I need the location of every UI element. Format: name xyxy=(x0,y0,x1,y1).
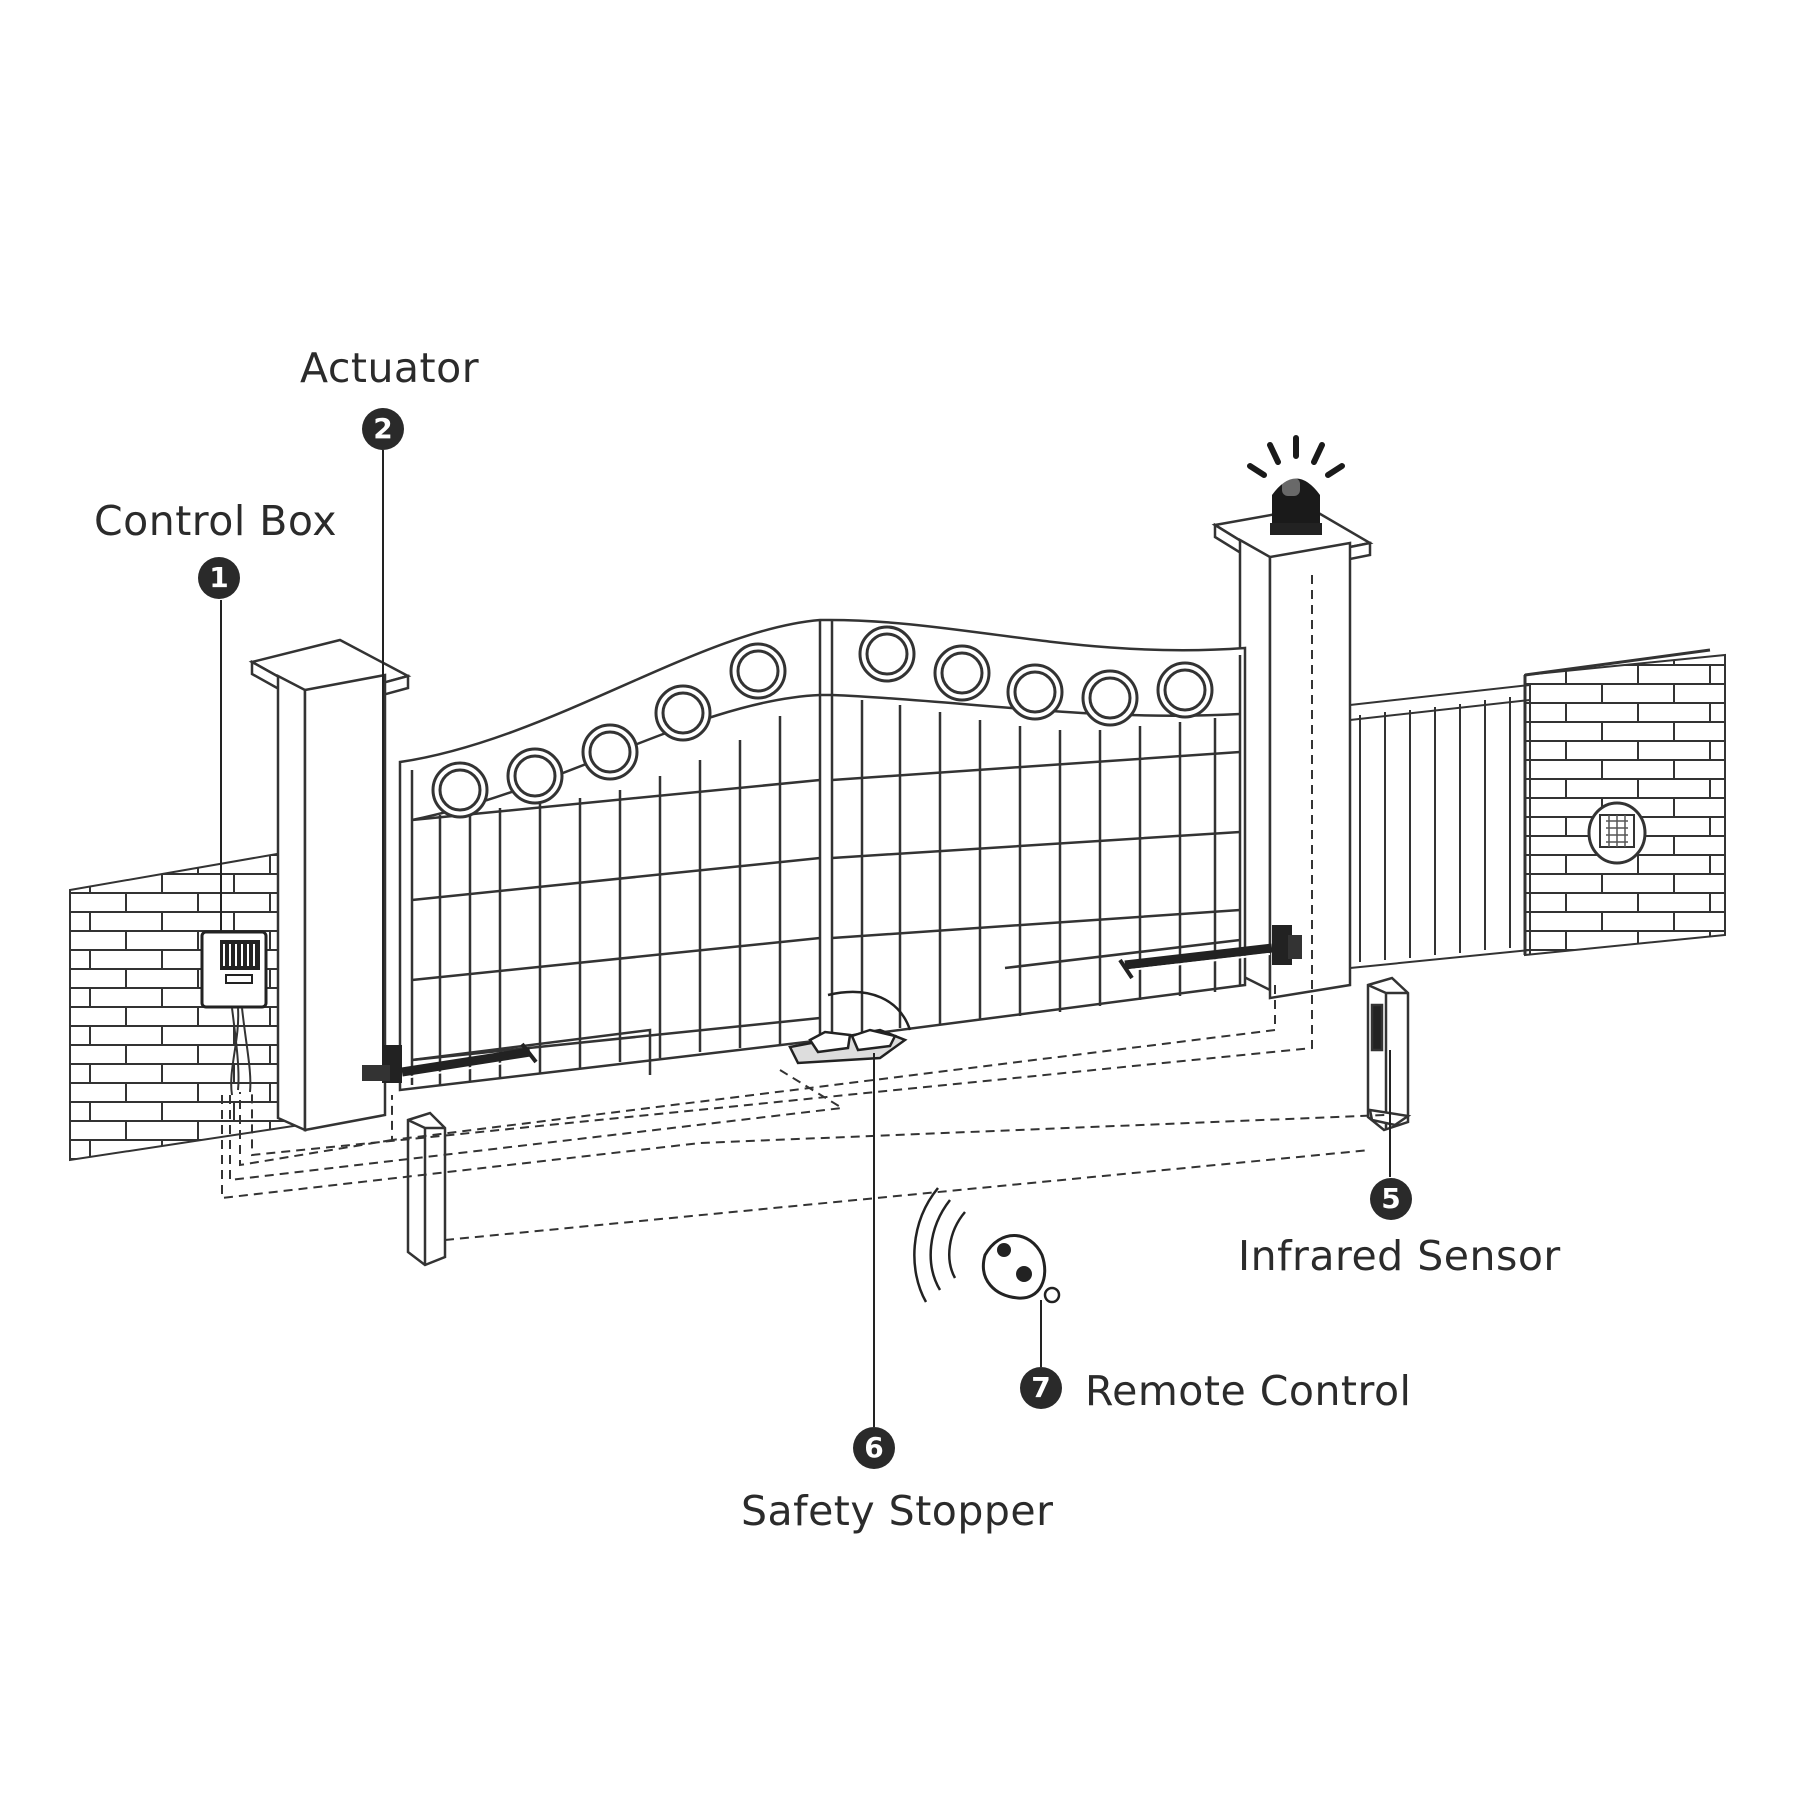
badge-remote-control: 7 xyxy=(1020,1367,1062,1409)
badge-safety-stopper: 6 xyxy=(853,1427,895,1469)
right-pillar xyxy=(1211,506,1374,1000)
right-actuator-device xyxy=(1118,925,1302,980)
side-fence-panel xyxy=(1349,683,1531,970)
left-actuator-device xyxy=(362,1042,538,1083)
safety-stopper-device xyxy=(788,990,912,1065)
label-control-box: Control Box xyxy=(94,497,337,545)
gate-rings xyxy=(431,625,1214,819)
keypad-icon xyxy=(1587,801,1647,865)
badge-control-box: 1 xyxy=(198,557,240,599)
left-sensor-post xyxy=(406,1111,447,1267)
remote-control-icon xyxy=(913,1187,1061,1304)
right-brick-wall xyxy=(1523,648,1726,957)
infrared-sensor-device xyxy=(1366,976,1412,1132)
label-infrared-sensor: Infrared Sensor xyxy=(1238,1232,1561,1280)
wiring-dashes xyxy=(221,575,1386,1241)
leader-lines xyxy=(220,450,1391,1427)
left-pillar xyxy=(248,638,412,1132)
label-actuator: Actuator xyxy=(300,344,480,392)
label-safety-stopper: Safety Stopper xyxy=(741,1487,1054,1535)
badge-infrared-sensor: 5 xyxy=(1370,1178,1412,1220)
label-remote-control: Remote Control xyxy=(1085,1367,1412,1415)
badge-actuator: 2 xyxy=(362,408,404,450)
control-box-device xyxy=(200,930,268,1096)
warning-light-icon xyxy=(1247,435,1345,535)
